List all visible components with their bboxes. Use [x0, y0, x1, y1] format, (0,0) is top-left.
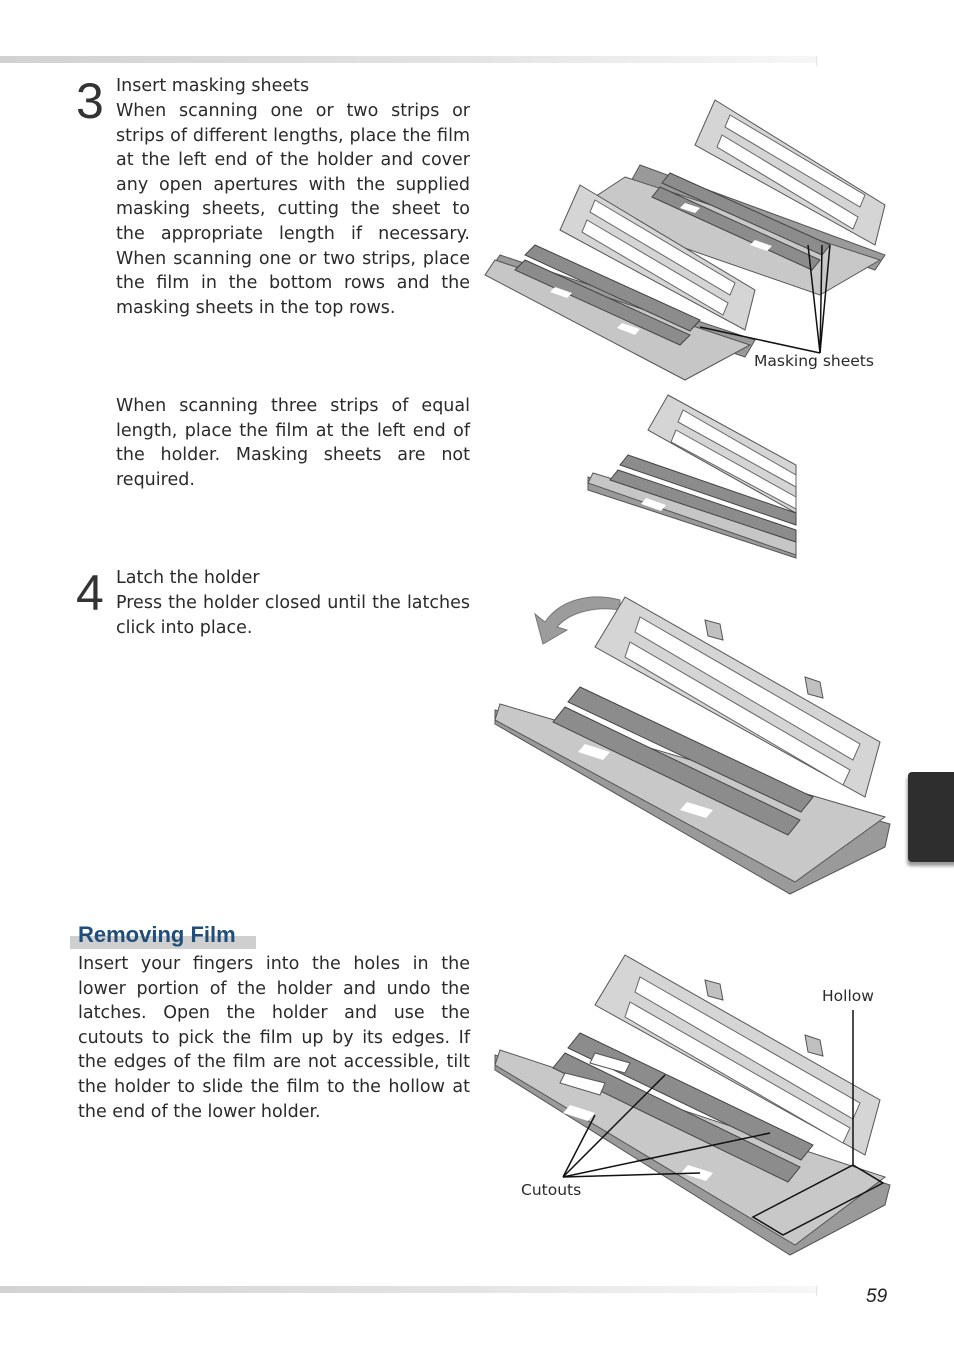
header-rule-tick — [816, 56, 817, 66]
front-film-holder — [484, 184, 756, 381]
latch-holder-illustration — [494, 596, 891, 895]
removing-film-heading-text: Removing Film — [78, 922, 236, 947]
header-rule — [0, 56, 818, 63]
back-film-holder — [573, 99, 886, 296]
step-4-number: 4 — [76, 565, 104, 621]
removing-film-paragraph: Insert your fingers into the holes in th… — [78, 954, 470, 1122]
hollow-leader — [751, 1010, 885, 1236]
removing-film-heading: Removing Film — [70, 921, 256, 949]
masking-sheets-leaders — [699, 244, 831, 354]
step-3-paragraph: When scanning one or two strips or strip… — [116, 101, 470, 318]
cutouts-leaders — [562, 1074, 771, 1178]
cutout-arrow-icon — [589, 1052, 631, 1074]
three-strips-illustration — [587, 394, 797, 559]
step-3-paragraph-three-strips: When scanning three strips of equal leng… — [116, 396, 470, 490]
heading-underbar — [70, 936, 256, 949]
holders-with-masking-sheets-illustration — [484, 99, 886, 381]
page-number: 59 — [866, 1286, 888, 1307]
step-4-paragraph: Press the holder closed until the latche… — [116, 593, 470, 638]
cutouts-callout: Cutouts — [521, 1181, 582, 1199]
section-thumb-tab — [908, 772, 954, 862]
step-3-number: 3 — [76, 73, 104, 129]
masking-sheets-callout: Masking sheets — [754, 352, 874, 370]
hollow-callout: Hollow — [822, 987, 874, 1005]
footer-rule-tick — [816, 1286, 817, 1296]
step-4-title: Latch the holder — [116, 568, 260, 588]
close-arrow-icon — [534, 596, 621, 645]
footer-rule — [0, 1286, 818, 1293]
cutout-arrow-icon — [559, 1072, 606, 1096]
removing-film-illustration — [494, 954, 891, 1256]
step-3-title: Insert masking sheets — [116, 76, 310, 96]
